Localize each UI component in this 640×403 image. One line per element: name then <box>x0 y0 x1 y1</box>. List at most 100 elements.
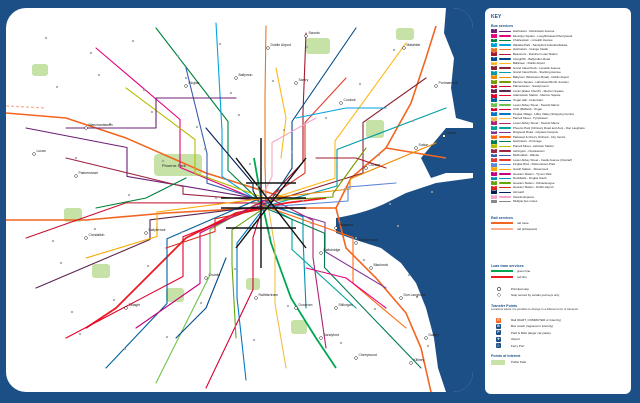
legend-luas-title: Luas tram services <box>491 264 524 268</box>
route-color-swatch <box>499 150 511 152</box>
bus-route-line <box>256 42 407 204</box>
minor-stop <box>165 335 169 339</box>
route-number-badge: 40 <box>491 112 497 116</box>
bus-route-connector <box>175 257 227 339</box>
place-label: Crumlin <box>209 273 221 277</box>
place-label: Blanchardstown <box>89 123 113 127</box>
route-color-swatch <box>499 127 511 129</box>
route-number-badge: 41 <box>491 116 497 121</box>
place-label: Portmarnock <box>439 81 459 85</box>
minor-stop <box>290 150 294 154</box>
place-label: Sandyford <box>324 333 340 337</box>
minor-stop <box>392 48 396 52</box>
route-description: Phoenix Park (Infirmary Road and Zoo) - … <box>513 125 585 130</box>
public-park-swatch <box>491 359 505 365</box>
bus-route-line <box>165 206 272 249</box>
route-color-swatch <box>499 44 511 46</box>
minor-stop <box>343 187 347 191</box>
route-number-badge: 44 <box>491 125 497 130</box>
route-description: Ashington - Charlestown <box>513 148 545 153</box>
route-description: Rockfields - Finglas South <box>513 176 547 181</box>
minor-stop <box>127 193 131 197</box>
city-centre-core <box>221 138 307 268</box>
minor-stop <box>176 54 180 58</box>
minor-stop <box>59 261 63 265</box>
route-description: Palmerstown - Sandymount <box>513 84 549 89</box>
route-number-badge: 61 <box>491 139 497 144</box>
minor-stop <box>309 221 313 225</box>
minor-stop <box>112 298 116 302</box>
legend-rail-row: rail route <box>491 220 627 226</box>
transfer-icon: ⚓ <box>496 343 501 349</box>
luas-green-line <box>253 157 337 369</box>
transfer-description: Rail (DART, COMMUTER or Intercity) <box>511 318 561 322</box>
principal-stop <box>254 296 258 300</box>
minor-stop <box>108 122 112 126</box>
route-description: Heuston Station - Kilmacanogue <box>513 180 555 185</box>
principal-stop <box>364 166 368 170</box>
minor-stop <box>237 113 241 117</box>
bus-route-line <box>25 127 258 200</box>
route-number-badge: 76 <box>491 171 497 176</box>
minor-stop <box>233 267 237 271</box>
bus-route-line <box>259 117 317 202</box>
bus-route-connector <box>305 267 387 309</box>
principal-stop <box>399 296 403 300</box>
park-north <box>396 28 414 40</box>
minor-stop <box>305 45 309 49</box>
principal-stop <box>184 84 188 88</box>
minor-stop <box>362 258 366 262</box>
route-description: Lower Abbey Street - Swords Manor <box>513 121 560 125</box>
principal-stop <box>334 306 338 310</box>
route-number-badge: 17 <box>491 66 497 70</box>
legend-transfer-row: ⚓Ferry Port <box>491 343 627 349</box>
route-color-swatch <box>499 104 511 106</box>
bus-route-line <box>25 201 269 239</box>
bus-route-line <box>263 206 422 369</box>
bus-route-line <box>261 204 407 329</box>
rail-route-swatch <box>491 222 513 225</box>
principal-stop <box>124 306 128 310</box>
route-description: Lower Abbey Street - Castle Avenue (Clon… <box>513 157 573 162</box>
place-label: Killiney <box>414 358 425 362</box>
minor-stop <box>97 73 101 77</box>
place-label: Finglas <box>189 81 200 85</box>
bus-route-line <box>135 200 265 329</box>
route-color-swatch <box>499 191 511 194</box>
principal-stop <box>339 101 343 105</box>
rail-dashed <box>6 105 47 109</box>
route-number-badge: 16 <box>491 61 497 66</box>
transfer-description: Bus coach (regional or intercity) <box>511 324 554 329</box>
legend-luas-green-text: green line <box>517 269 531 273</box>
route-number-badge: 25 <box>491 75 497 80</box>
route-number-badge: 11 <box>491 43 497 47</box>
principal-stop <box>409 361 413 365</box>
minor-stop <box>320 270 324 274</box>
legend-luas-red-row: red line <box>491 274 627 280</box>
minor-stop <box>267 233 271 237</box>
place-label: Sandymount <box>359 238 378 242</box>
minor-stop <box>218 42 222 46</box>
bus-route-line <box>259 77 427 206</box>
minor-stop <box>354 236 358 240</box>
route-color-swatch <box>499 35 511 37</box>
howth-bay <box>421 128 473 178</box>
route-color-swatch <box>499 117 511 120</box>
route-color-swatch <box>499 62 511 65</box>
bus-route-line <box>125 87 267 200</box>
route-number-badge: 42 <box>491 121 497 126</box>
route-number-badge: 75 <box>491 167 497 172</box>
bus-route-connector <box>275 67 287 159</box>
park-marlay <box>291 320 307 334</box>
place-label: Dun Laoghaire <box>404 293 426 297</box>
transfer-description: Park & Ride (larger car parks) <box>511 330 551 335</box>
